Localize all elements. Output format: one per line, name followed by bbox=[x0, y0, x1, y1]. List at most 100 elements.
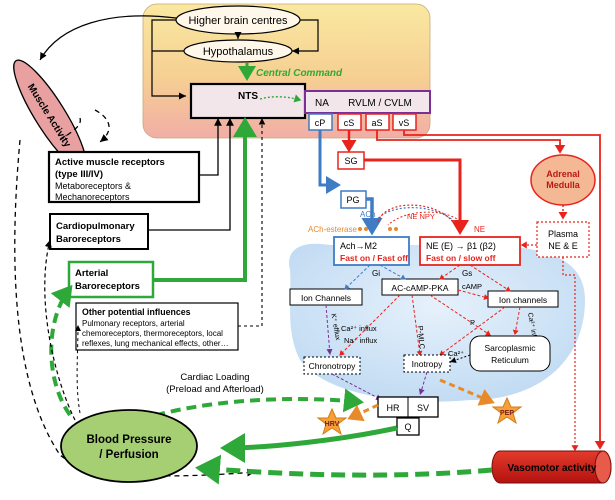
cardiac-loading-arrow bbox=[139, 388, 364, 422]
vs-label: vS bbox=[399, 118, 410, 128]
vasomotor-to-bp-arrow bbox=[195, 454, 493, 485]
q-label: Q bbox=[404, 422, 411, 432]
hr-label: HR bbox=[387, 403, 400, 413]
bp-label-1: Blood Pressure bbox=[87, 434, 172, 446]
m2-label: Ach→M2 bbox=[340, 241, 377, 251]
inotropy-to-sv bbox=[418, 371, 428, 396]
ion-channels-right-label: Ion channels bbox=[499, 295, 547, 305]
as-label: aS bbox=[371, 118, 382, 128]
ne-npy-arc bbox=[387, 211, 465, 229]
camp-label: cAMP bbox=[462, 282, 482, 291]
muscle-to-active-receptors-dash bbox=[94, 109, 110, 143]
central-command-label: Central Command bbox=[256, 68, 343, 79]
sr-to-inotropy bbox=[449, 354, 471, 363]
beta-to-ion-right bbox=[469, 264, 511, 292]
muscle-to-receptors-dash bbox=[59, 117, 81, 141]
chronotropy-label: Chronotropy bbox=[309, 361, 357, 371]
arterial-label-1: Arterial bbox=[75, 268, 108, 279]
sv-label: SV bbox=[417, 403, 429, 413]
cardiopulmonary-label-1: Cardiopulmonary bbox=[56, 221, 135, 232]
ne-npy-label: NE NPY bbox=[407, 212, 435, 221]
right-loop-line bbox=[292, 19, 319, 55]
pg-to-m2-path bbox=[361, 197, 383, 236]
hypothalamus-label: Hypothalamus bbox=[203, 46, 274, 58]
ac-to-ion-right bbox=[457, 289, 489, 300]
inotropy-label: Inotropy bbox=[412, 359, 443, 369]
hrv-label: HRV bbox=[325, 421, 340, 428]
esterase-dot-2 bbox=[364, 227, 368, 231]
other-influences-title: Other potential influences bbox=[82, 307, 191, 317]
vs-to-vasomotor-path bbox=[403, 130, 606, 450]
sr-label-2: Reticulum bbox=[491, 355, 529, 365]
ac-camp-pka-label: AC-cAMP-PKA bbox=[391, 283, 448, 293]
m2-to-ion-left bbox=[344, 264, 371, 290]
sg-label: SG bbox=[344, 156, 357, 166]
m2-sub-label: Fast on / Fast off bbox=[340, 253, 408, 263]
ac-to-sr bbox=[429, 294, 491, 336]
arterial-label-2: Baroreceptors bbox=[75, 281, 140, 292]
esterase-dot-4 bbox=[394, 227, 398, 231]
nts-internal-arrow bbox=[259, 94, 302, 103]
muscle-to-vasomotor-dash bbox=[14, 139, 256, 477]
other-to-nts bbox=[238, 118, 266, 327]
beta-receptor-box bbox=[419, 236, 521, 266]
ach-esterase-label: ACh-esterase bbox=[308, 225, 357, 234]
pep-label: PEP bbox=[500, 410, 514, 417]
hrv-star bbox=[316, 407, 348, 436]
other-influences-3: reflexes, lung mechanical effects, other… bbox=[82, 339, 229, 348]
pep-star bbox=[491, 396, 523, 425]
active-receptors-title-2: (type III/IV) bbox=[55, 169, 103, 180]
cardiopulmonary-to-nts bbox=[148, 118, 234, 231]
bp-label-2: / Perfusion bbox=[99, 449, 158, 461]
ac-to-inotropy bbox=[411, 294, 423, 356]
cardiopulmonary-box bbox=[49, 213, 149, 250]
plasma-label-1: Plasma bbox=[548, 229, 578, 239]
cp-to-pg-path bbox=[318, 130, 341, 194]
ion-channels-left-label: Ion Channels bbox=[301, 293, 351, 303]
sg-to-beta-path bbox=[364, 158, 469, 235]
higher-brain-centres-label: Higher brain centres bbox=[188, 15, 288, 27]
beta-label: NE (E) → β1 (β2) bbox=[426, 241, 496, 251]
as-to-adrenal-path bbox=[376, 130, 566, 154]
k-efflux-label: K⁺ efflux bbox=[329, 313, 341, 341]
q-to-bp-arrow bbox=[220, 425, 398, 463]
vasomotor-label: Vasomotor activity bbox=[508, 463, 597, 474]
ne-crossover-arc bbox=[377, 204, 456, 226]
chronotropy-to-hr bbox=[331, 373, 383, 401]
plasma-box bbox=[536, 221, 590, 258]
active-receptors-sub-2: Mechanoreceptors bbox=[55, 192, 130, 202]
na-influx-label: Na⁺ influx bbox=[344, 336, 377, 345]
ion-left-to-chronotropy bbox=[325, 304, 333, 356]
beta-to-ac bbox=[439, 264, 461, 280]
gs-label: Gs bbox=[462, 269, 472, 278]
cardiac-loading-label-1: Cardiac Loading bbox=[180, 372, 249, 383]
ac-camp-pka-box bbox=[381, 278, 459, 296]
pg-label: PG bbox=[346, 195, 359, 205]
cs-label: cS bbox=[344, 118, 355, 128]
plasma-label-2: NE & E bbox=[548, 241, 578, 251]
beta-sub-label: Fast on / slow off bbox=[426, 253, 496, 263]
ion-right-to-sr bbox=[512, 306, 521, 335]
higher-to-nts-line bbox=[151, 19, 186, 100]
sr-label-1: Sarcoplasmic bbox=[484, 343, 536, 353]
ne-label: NE bbox=[474, 225, 485, 234]
ach-label: ACh bbox=[360, 210, 376, 219]
ca-influx-1-label: Ca²⁺ influx bbox=[341, 324, 377, 333]
ac-to-chronotropy bbox=[339, 294, 401, 356]
q-box bbox=[396, 417, 420, 436]
ca-label: Ca²⁺ bbox=[448, 349, 464, 358]
other-influences-1: Pulmonary receptors, arterial bbox=[82, 319, 185, 328]
rvlm-cvlm-label: RVLM / CVLM bbox=[348, 98, 412, 109]
adrenal-label-2: Medulla bbox=[546, 180, 580, 190]
arterial-to-nts bbox=[153, 117, 257, 282]
na-label: NA bbox=[315, 98, 329, 109]
cp-label: cP bbox=[315, 118, 326, 128]
esterase-dot-3 bbox=[388, 227, 392, 231]
m2-receptor-box bbox=[333, 236, 410, 266]
active-receptors-sub-1: Metaboreceptors & bbox=[55, 181, 131, 191]
adrenal-label-1: Adrenal bbox=[546, 169, 580, 179]
ion-right-to-inotropy bbox=[439, 306, 506, 356]
active-receptors-to-nts bbox=[199, 118, 222, 176]
